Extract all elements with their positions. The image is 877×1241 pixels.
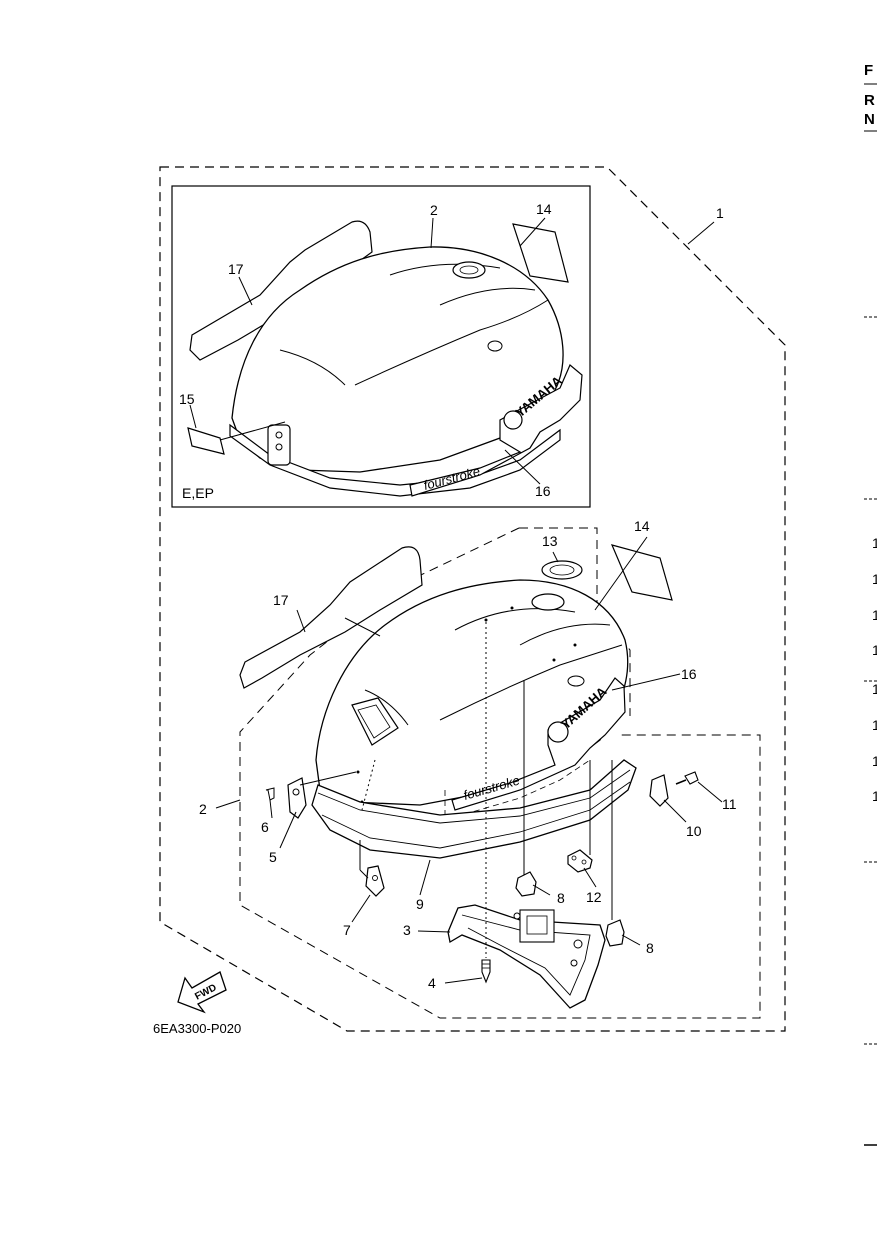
label-part-1: 1: [716, 205, 724, 221]
label-part-13: 13: [542, 533, 558, 549]
emblem-13: [541, 560, 583, 580]
inset-cowling-rim: [229, 423, 561, 497]
inset-cowling-contour: [279, 263, 549, 386]
main-air-vent: [351, 697, 399, 746]
main-cowling-contour: [364, 608, 623, 726]
main-yamaha-band: [451, 677, 626, 811]
figure-code: 6EA3300-P020: [153, 1021, 241, 1036]
edge-text-right: [864, 316, 877, 1146]
main-group-bracket: [519, 527, 631, 716]
leader-part-1: [687, 221, 715, 245]
inset-latch: [267, 424, 291, 466]
inset-yamaha-logo: [503, 410, 523, 430]
assembly-boundary: [159, 166, 786, 1032]
label-part-2-main: 2: [199, 801, 207, 817]
label-part-16-inset: 16: [535, 483, 551, 499]
label-part-5: 5: [269, 849, 277, 865]
inset-emblem-inner: [459, 265, 479, 275]
fwd-arrow: FWD: [177, 971, 227, 1014]
inset-label: E,EP: [182, 485, 214, 501]
edge-letter-n: N: [864, 111, 875, 128]
label-part-17-main: 17: [273, 592, 289, 608]
badge-dashed-outline: [444, 759, 591, 821]
label-part-11: 11: [722, 796, 737, 812]
edge-digit: 1: [872, 642, 877, 658]
inset-top-cowling: [231, 246, 564, 473]
pin-6: [265, 787, 275, 801]
label-part-12: 12: [586, 889, 602, 905]
main-yamaha-logo: [547, 721, 569, 743]
edge-digit: 1: [872, 607, 877, 623]
edge-digits: 1 1 1 1 1 1 1 1: [872, 535, 877, 804]
grommet-8b: [605, 919, 625, 947]
alignment-lines: [361, 622, 487, 958]
inset-emblem: [452, 261, 486, 279]
label-part-15: 15: [179, 391, 195, 407]
edge-letter-f: F: [864, 62, 873, 79]
main-side-decal: [239, 546, 423, 689]
inset-yamaha-band: [409, 364, 583, 497]
bolt-11: [684, 771, 699, 785]
edge-digit: 1: [872, 571, 877, 587]
bracket-10: [649, 774, 669, 807]
edge-text-top: F R N: [864, 62, 877, 132]
label-part-3: 3: [403, 922, 411, 938]
clip-7: [365, 865, 385, 897]
edge-digit: 1: [872, 753, 877, 769]
label-part-9: 9: [416, 896, 424, 912]
inset-box: [171, 185, 591, 508]
grommet-8a: [515, 871, 537, 897]
seal-9: [311, 759, 637, 859]
label-part-14-main: 14: [634, 518, 650, 534]
edge-letter-r: R: [864, 92, 875, 109]
edge-digit: 1: [872, 717, 877, 733]
label-part-2-inset: 2: [430, 202, 438, 218]
edge-digit: 1: [872, 681, 877, 697]
label-part-7: 7: [343, 922, 351, 938]
latch-5: [287, 777, 307, 819]
label-part-10: 10: [686, 823, 702, 839]
label-part-8b: 8: [646, 940, 654, 956]
label-part-4: 4: [428, 975, 436, 991]
label-part-16-main: 16: [681, 666, 697, 682]
main-small-emblem: [567, 675, 585, 687]
edge-digit: 1: [872, 535, 877, 551]
edge-digit: 1: [872, 788, 877, 804]
support-3: [447, 904, 606, 1009]
screw-4: [481, 959, 491, 984]
main-leaders: [215, 536, 723, 984]
construction-lines: [299, 680, 613, 920]
inset-small-decal: [187, 427, 225, 455]
main-emblem-seat: [531, 593, 565, 611]
inset-leaders: [189, 217, 546, 485]
main-rear-decal: [610, 544, 673, 601]
label-part-17-inset: 17: [228, 261, 244, 277]
inset-small-emblem: [487, 340, 503, 352]
damper-12: [567, 849, 593, 873]
label-part-14-inset: 14: [536, 201, 552, 217]
label-part-8a: 8: [557, 890, 565, 906]
label-part-6: 6: [261, 819, 269, 835]
support-3-block: [519, 909, 555, 943]
